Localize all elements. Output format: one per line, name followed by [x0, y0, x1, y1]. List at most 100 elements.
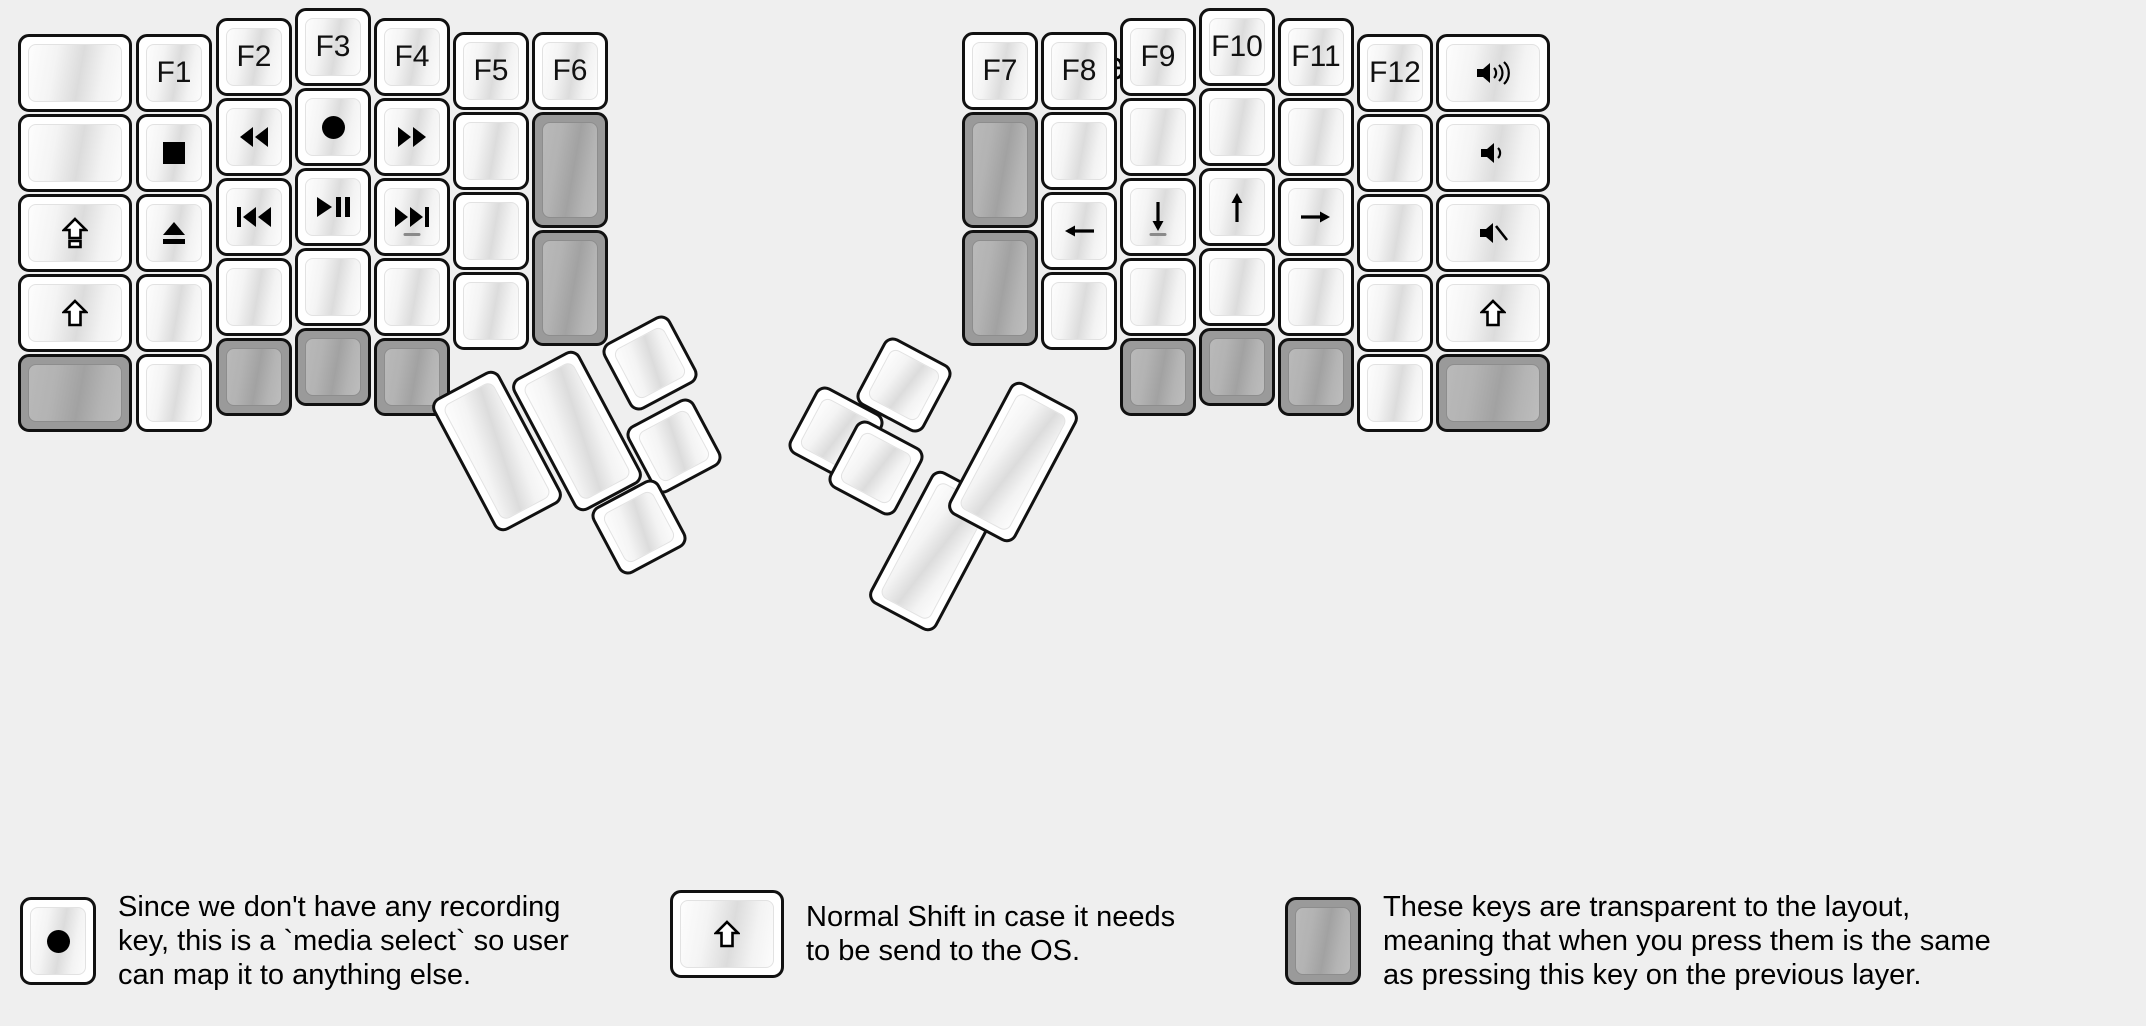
key-volume-mute[interactable]	[1436, 194, 1550, 272]
key-transparent-9[interactable]	[1120, 338, 1196, 416]
key-media-stop[interactable]	[136, 114, 212, 192]
key-blank-5[interactable]	[216, 258, 292, 336]
keycap-surface	[1446, 284, 1540, 342]
keycap-surface: F5	[463, 42, 519, 100]
key-blank-19[interactable]	[1357, 114, 1433, 192]
key-media-fastfwd[interactable]	[374, 98, 450, 176]
key-transparent-12[interactable]	[1436, 354, 1550, 432]
key-blank-2[interactable]	[18, 114, 132, 192]
key-transparent-7[interactable]	[962, 112, 1038, 228]
key-f6[interactable]: F6	[532, 32, 608, 110]
key-blank-12[interactable]	[1041, 272, 1117, 350]
key-blank-7[interactable]	[374, 258, 450, 336]
volume-down-icon	[1478, 140, 1508, 166]
key-blank-14[interactable]	[1120, 258, 1196, 336]
key-blank-22[interactable]	[1357, 354, 1433, 432]
key-transparent-10[interactable]	[1199, 328, 1275, 406]
key-shift[interactable]	[18, 274, 132, 352]
key-media-rewind[interactable]	[216, 98, 292, 176]
key-f10[interactable]: F10	[1199, 8, 1275, 86]
keycap-surface	[30, 907, 86, 976]
key-volume-up[interactable]	[1436, 34, 1550, 112]
keycap-surface	[28, 204, 122, 262]
key-thumb-r5[interactable]	[944, 377, 1082, 547]
keycap-surface	[463, 282, 519, 340]
key-f7[interactable]: F7	[962, 32, 1038, 110]
volume-up-icon	[1474, 60, 1512, 86]
caps-lock-icon	[62, 217, 88, 249]
key-transparent-1[interactable]	[18, 354, 132, 432]
keycap-surface: F7	[972, 42, 1028, 100]
key-arrow-left[interactable]	[1041, 192, 1117, 270]
stop-icon	[163, 142, 185, 164]
key-caps-lock[interactable]	[18, 194, 132, 272]
key-blank-17[interactable]	[1278, 98, 1354, 176]
key-blank-20[interactable]	[1357, 194, 1433, 272]
note-transparent-keys: These keys are transparent to the layout…	[1285, 890, 1991, 993]
key-shift[interactable]	[1436, 274, 1550, 352]
keycap-surface	[463, 122, 519, 180]
arrow-right-icon	[1299, 206, 1333, 228]
key-blank-8[interactable]	[453, 112, 529, 190]
key-arrow-up[interactable]	[1199, 168, 1275, 246]
keycap-surface	[1130, 348, 1186, 406]
key-blank-10[interactable]	[453, 272, 529, 350]
keycap-surface	[463, 202, 519, 260]
next-track-icon	[393, 206, 431, 228]
keycap-surface	[1209, 98, 1265, 156]
key-f1[interactable]: F1	[136, 34, 212, 112]
keycap-surface	[601, 489, 677, 565]
key-volume-down[interactable]	[1436, 114, 1550, 192]
key-blank-21[interactable]	[1357, 274, 1433, 352]
key-transparent-3[interactable]	[295, 328, 371, 406]
key-blank-4[interactable]	[136, 354, 212, 432]
keycap-surface: F8	[1051, 42, 1107, 100]
key-blank-11[interactable]	[1041, 112, 1117, 190]
key-blank-9[interactable]	[453, 192, 529, 270]
note-media-select: Since we don't have any recording key, t…	[20, 890, 569, 993]
key-arrow-down[interactable]	[1120, 178, 1196, 256]
key-label: F12	[1369, 56, 1421, 89]
key-blank-15[interactable]	[1199, 88, 1275, 166]
key-blank-16[interactable]	[1199, 248, 1275, 326]
key-transparent-4[interactable]	[374, 338, 450, 416]
footer-legend: Since we don't have any recording key, t…	[0, 860, 2146, 1026]
keycap-surface: F1	[146, 44, 202, 102]
key-f12[interactable]: F12	[1357, 34, 1433, 112]
key-f4[interactable]: F4	[374, 18, 450, 96]
key-f3[interactable]: F3	[295, 8, 371, 86]
key-media-prev[interactable]	[216, 178, 292, 256]
key-f2[interactable]: F2	[216, 18, 292, 96]
key-arrow-right[interactable]	[1278, 178, 1354, 256]
key-transparent-5[interactable]	[532, 112, 608, 228]
legend-note-text: These keys are transparent to the layout…	[1383, 891, 1991, 992]
shift-icon	[714, 920, 740, 948]
key-media-select-record[interactable]	[295, 88, 371, 166]
key-f8[interactable]: F8	[1041, 32, 1117, 110]
key-transparent-11[interactable]	[1278, 338, 1354, 416]
key-transparent-2[interactable]	[216, 338, 292, 416]
key-f11[interactable]: F11	[1278, 18, 1354, 96]
keycap-surface	[1288, 108, 1344, 166]
key-media-eject[interactable]	[136, 194, 212, 272]
key-blank-6[interactable]	[295, 248, 371, 326]
key-blank-13[interactable]	[1120, 98, 1196, 176]
keycap-surface	[972, 240, 1028, 336]
keycap-surface: F4	[384, 28, 440, 86]
key-blank-3[interactable]	[136, 274, 212, 352]
key-label: F4	[394, 40, 430, 73]
keycap-surface	[542, 240, 598, 336]
key-media-play-pause[interactable]	[295, 168, 371, 246]
key-f9[interactable]: F9	[1120, 18, 1196, 96]
keycap-surface	[1288, 348, 1344, 406]
key-f5[interactable]: F5	[453, 32, 529, 110]
arrow-up-icon	[1226, 190, 1248, 224]
key-blank-1[interactable]	[18, 34, 132, 112]
key-blank-18[interactable]	[1278, 258, 1354, 336]
key-media-next[interactable]	[374, 178, 450, 256]
key-transparent-8[interactable]	[962, 230, 1038, 346]
keycap-surface: F6	[542, 42, 598, 100]
keycap-surface	[838, 430, 914, 506]
key-transparent-6[interactable]	[532, 230, 608, 346]
